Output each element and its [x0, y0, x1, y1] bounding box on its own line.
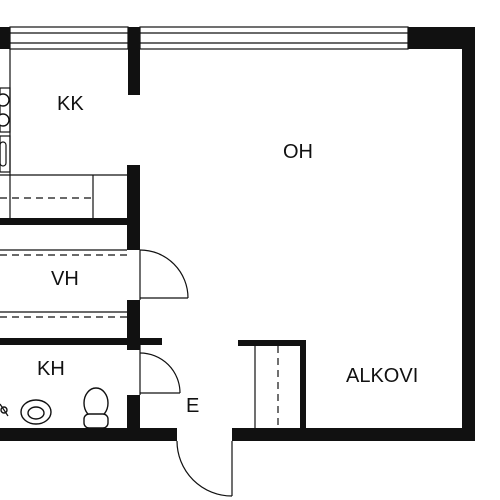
room-label-kk: KK — [57, 93, 84, 115]
window-top-left — [9, 26, 129, 50]
partitions — [0, 49, 279, 428]
room-label-e: E — [186, 395, 199, 417]
door-swing-icon — [139, 249, 233, 497]
walls — [0, 27, 475, 441]
sink-icon — [0, 135, 11, 173]
window-top-right — [139, 26, 409, 50]
room-label-kh: KH — [37, 358, 65, 380]
room-label-vh: VH — [51, 268, 79, 290]
window-icon — [9, 26, 409, 50]
shower-icon — [0, 403, 9, 417]
washbasin-icon — [20, 399, 52, 425]
room-label-alkovi: ALKOVI — [346, 365, 418, 387]
room-label-oh: OH — [283, 141, 313, 163]
stove-icon — [0, 87, 11, 133]
toilet-icon — [83, 387, 109, 429]
